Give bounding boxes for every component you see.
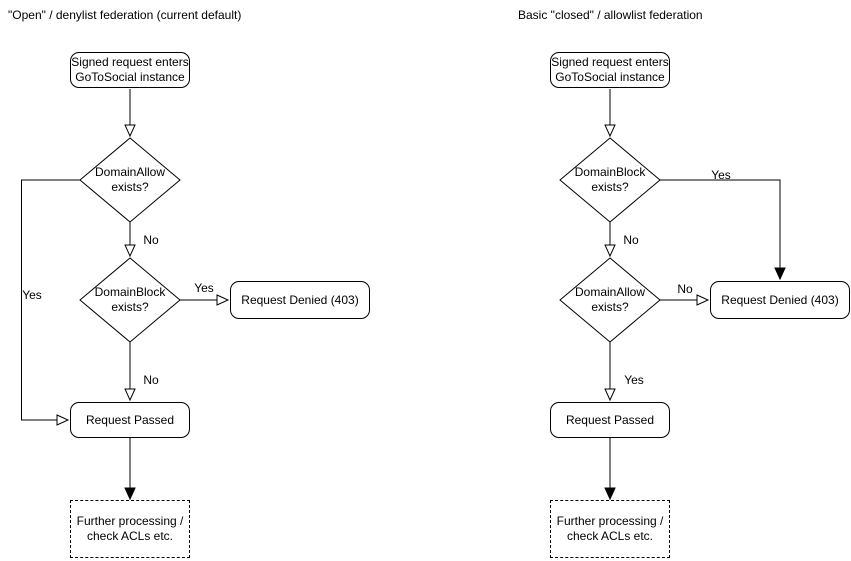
right-chart-title: Basic "closed" / allowlist federation bbox=[518, 8, 703, 22]
left-edge-decision1-yes-to-passed bbox=[21, 179, 80, 426]
right-passed-node: Request Passed bbox=[550, 402, 670, 438]
left-chart-title: "Open" / denylist federation (current de… bbox=[8, 8, 242, 22]
right-decision1-no-label: No bbox=[623, 233, 639, 247]
right-decision1-yes-label: Yes bbox=[711, 168, 731, 182]
right-decision1-shape bbox=[559, 137, 661, 223]
left-decision1-yes-label: Yes bbox=[22, 288, 42, 302]
left-passed-node: Request Passed bbox=[70, 402, 190, 438]
right-denied-node: Request Denied (403) bbox=[710, 281, 850, 319]
left-denied-node: Request Denied (403) bbox=[230, 281, 370, 319]
left-further-node: Further processing / check ACLs etc. bbox=[70, 500, 190, 558]
left-decision1-shape bbox=[79, 137, 181, 223]
right-start-node: Signed request enters GoToSocial instanc… bbox=[550, 52, 670, 88]
right-decision2-shape bbox=[559, 257, 661, 343]
right-decision2-no-label: No bbox=[677, 282, 693, 296]
left-decision2-shape bbox=[79, 257, 181, 343]
right-decision2-yes-label: Yes bbox=[624, 373, 644, 387]
left-decision2-yes-label: Yes bbox=[194, 281, 214, 295]
right-further-node: Further processing / check ACLs etc. bbox=[550, 500, 670, 558]
left-decision1-no-label: No bbox=[143, 233, 159, 247]
left-start-node: Signed request enters GoToSocial instanc… bbox=[70, 52, 190, 88]
right-edge-decision1-yes-to-denied bbox=[660, 179, 786, 281]
left-decision2-no-label: No bbox=[143, 373, 159, 387]
